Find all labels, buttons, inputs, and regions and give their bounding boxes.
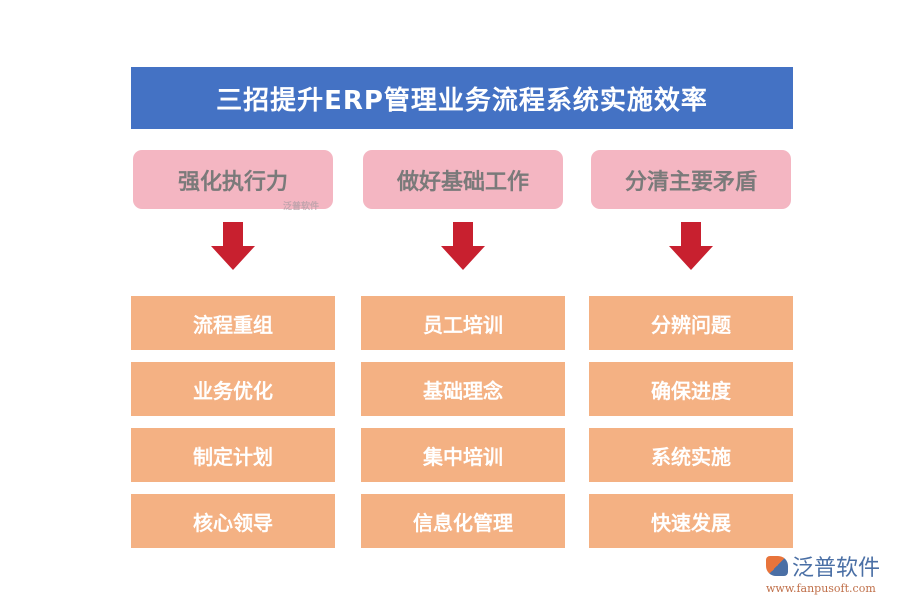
list-item: 系统实施 <box>589 428 793 482</box>
column-heading: 做好基础工作 <box>363 150 563 209</box>
list-item: 员工培训 <box>361 296 565 350</box>
watermark: 泛普软件 <box>282 202 319 212</box>
column-3: 分清主要矛盾 分辨问题 确保进度 系统实施 快速发展 <box>589 150 793 548</box>
logo-name: 泛普软件 <box>792 556 881 581</box>
logo-icon <box>766 556 788 576</box>
list-item: 集中培训 <box>361 428 565 482</box>
brand-logo: 泛普软件 www.fanpusoft.com <box>766 550 896 595</box>
diagram-title: 三招提升ERP管理业务流程系统实施效率 <box>131 67 793 129</box>
heading-text: 强化执行力 <box>177 169 288 195</box>
list-item: 制定计划 <box>131 428 335 482</box>
down-arrow-icon <box>361 222 565 284</box>
down-arrow-icon <box>589 222 793 284</box>
list-item: 核心领导 <box>131 494 335 548</box>
list-item: 信息化管理 <box>361 494 565 548</box>
logo-url: www.fanpusoft.com <box>766 582 876 595</box>
down-arrow-icon <box>131 222 335 284</box>
column-heading: 强化执行力泛普软件 <box>133 150 333 212</box>
list-item: 业务优化 <box>131 362 335 416</box>
list-item: 分辨问题 <box>589 296 793 350</box>
column-1: 强化执行力泛普软件 流程重组 业务优化 制定计划 核心领导 <box>131 150 335 548</box>
list-item: 基础理念 <box>361 362 565 416</box>
list-item: 快速发展 <box>589 494 793 548</box>
list-item: 确保进度 <box>589 362 793 416</box>
column-2: 做好基础工作 员工培训 基础理念 集中培训 信息化管理 <box>361 150 565 548</box>
column-heading: 分清主要矛盾 <box>591 150 791 209</box>
list-item: 流程重组 <box>131 296 335 350</box>
